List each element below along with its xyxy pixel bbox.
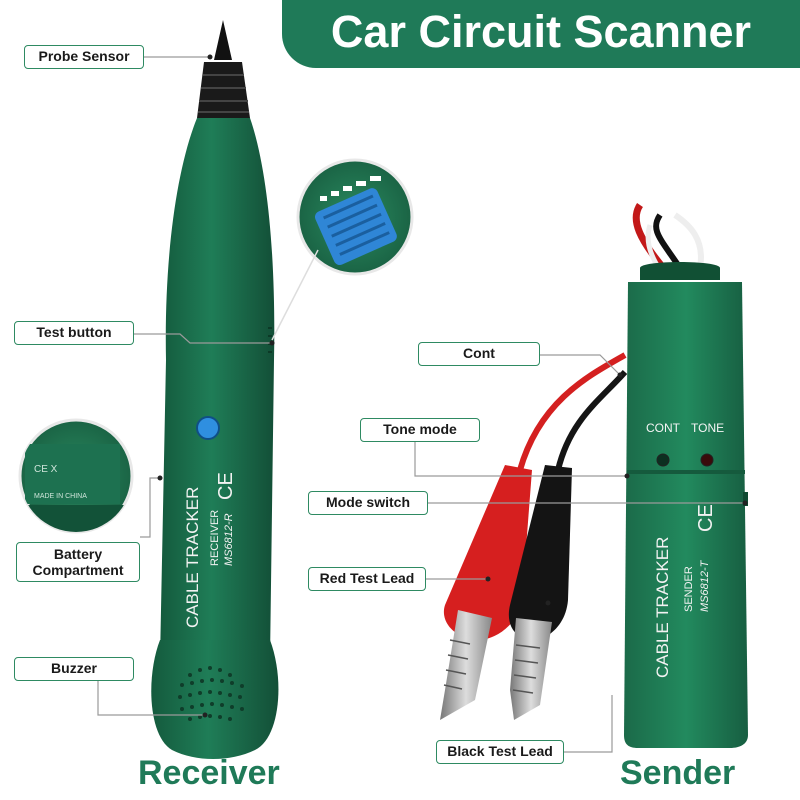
title-banner: Car Circuit Scanner (282, 0, 800, 68)
test-button-zoom (296, 158, 414, 276)
receiver-ce-mark: CE (215, 472, 237, 500)
callout-black-test-lead: Black Test Lead (436, 740, 564, 764)
sender-led-tone-label: TONE (691, 421, 724, 435)
battery-compartment-zoom: CE X MADE IN CHINA (18, 418, 134, 534)
receiver-label: Receiver (138, 754, 280, 792)
probe-tip-icon (214, 20, 232, 60)
test-button-icon (196, 416, 220, 440)
receiver-brand-text: CABLE TRACKER (183, 487, 202, 628)
callout-buzzer: Buzzer (14, 657, 134, 681)
leader-lines (97, 56, 745, 753)
receiver-probe: CABLE TRACKER RECEIVER MS6812-R CE (151, 20, 279, 759)
callout-tone-mode: Tone mode (360, 418, 480, 442)
callout-mode-switch: Mode switch (308, 491, 428, 515)
sender-model-line2: MS6812-T (699, 559, 711, 612)
page-title: Car Circuit Scanner (330, 6, 752, 57)
battery-label-line1: CE X (34, 464, 58, 475)
cont-led-icon (656, 453, 670, 467)
sender-model-line1: SENDER (683, 566, 695, 612)
callout-cont: Cont (418, 342, 540, 366)
buzzer-grille (178, 666, 244, 721)
receiver-model-line2: MS6812-R (223, 513, 235, 566)
mode-switch-icon (743, 492, 748, 506)
sender-brand-text: CABLE TRACKER (653, 537, 672, 678)
sender-led-cont-label: CONT (646, 421, 681, 435)
battery-label-line2: MADE IN CHINA (34, 493, 87, 500)
battery-label-line2-text: Compartment (32, 562, 124, 578)
callout-probe-sensor: Probe Sensor (24, 45, 144, 69)
test-leads (440, 352, 628, 720)
sender-unit: CONT TONE CABLE TRACKER SENDER MS6812-T … (624, 203, 748, 748)
red-clip-icon (440, 465, 532, 720)
sender-label: Sender (620, 754, 736, 792)
tone-led-icon (700, 453, 714, 467)
callout-battery-compartment: Battery Compartment (16, 542, 140, 582)
sender-ce-mark: CE (695, 504, 717, 532)
callout-red-test-lead: Red Test Lead (308, 567, 426, 591)
receiver-model-line1: RECEIVER (209, 510, 221, 566)
battery-label-line1-text: Battery (53, 546, 103, 562)
callout-test-button: Test button (14, 321, 134, 345)
black-clip-icon (508, 465, 572, 720)
